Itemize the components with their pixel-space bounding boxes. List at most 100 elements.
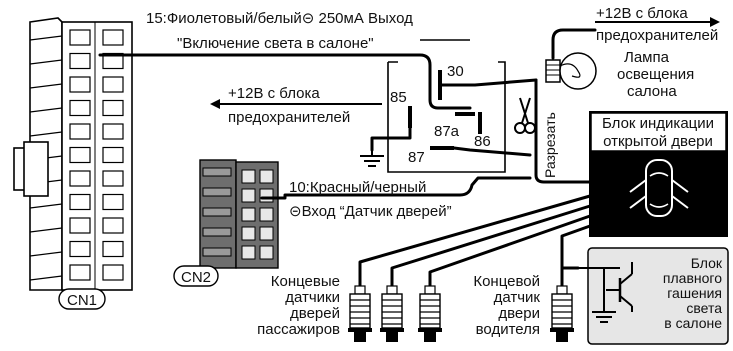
supply-left-label-2: предохранителей [228, 109, 350, 126]
fade-block-label-2: плавного [663, 270, 722, 286]
cn1-pin [69, 29, 91, 46]
cn2-label: CN2 [173, 265, 219, 287]
cn1-pin [102, 146, 124, 164]
wire-sensor-1 [358, 194, 592, 290]
lamp-label-1: Лампа [624, 49, 670, 66]
cn2-tooth [202, 227, 232, 237]
door-indicator-block: Блок индикации открытой двери [589, 111, 728, 237]
cn1-rib [29, 35, 63, 41]
door-switch-sensor-icon [380, 285, 404, 342]
cn2-connector [199, 159, 279, 269]
cn1-rib [29, 275, 63, 281]
cn2-tooth [202, 187, 232, 197]
wire-sensor-driver [560, 224, 592, 290]
ground-icon [360, 150, 384, 167]
door-sensors [348, 285, 574, 342]
wire-relay-87 [452, 146, 532, 157]
cn1-rib [29, 59, 63, 65]
cn1-pin [69, 264, 91, 281]
relay-pin-87: 87 [408, 149, 425, 166]
wire-10-label-1: 10:Красный/черный [289, 179, 426, 196]
supply-top-label-2: предохранителей [596, 27, 718, 44]
cn1-pin [102, 99, 124, 117]
cn1-rib [29, 83, 63, 89]
cn2-pin [241, 226, 256, 241]
cn2-pin [241, 169, 256, 184]
cn2-tooth [202, 167, 232, 177]
cn1-pin [102, 170, 124, 187]
cn1-pin [102, 123, 124, 140]
cn2-tooth [202, 247, 232, 257]
cn2-pin [241, 245, 256, 260]
fade-block-label-5: в салоне [664, 315, 722, 331]
wire-relay-85 [370, 126, 412, 152]
cn1-pin [69, 193, 91, 211]
cn2-pin [259, 169, 274, 184]
cn1-pin [102, 29, 124, 46]
cn1-rib [29, 203, 63, 209]
cn1-pin [69, 217, 91, 234]
door-block-label-1: Блок индикации [602, 115, 714, 132]
wire-15-label-2: "Включение света в салоне" [177, 35, 374, 52]
wire-15-to-relay [428, 83, 472, 110]
cn1-pin [69, 123, 91, 140]
wire-relay-30-lamp [440, 78, 538, 87]
scissors-icon [514, 97, 536, 134]
cn1-pin [102, 240, 124, 258]
cut-label: Разрезать [542, 112, 558, 178]
lamp-label-2: освещения [617, 66, 694, 83]
ground-icon-fade [592, 311, 616, 323]
cn1-pin [69, 52, 91, 70]
open-door-car-icon [629, 159, 689, 217]
cn1-rib [29, 227, 63, 233]
cn2-pin [241, 188, 256, 203]
cn1-pin [69, 146, 91, 164]
relay-pin-30: 30 [447, 63, 464, 80]
fade-block-label-3: гашения [667, 285, 722, 301]
cn1-pin [102, 76, 124, 93]
wire-sensor-3 [428, 214, 592, 290]
wire-sensor-2 [390, 204, 592, 290]
cn1-pin [102, 193, 124, 211]
wire-10-label-2: ⊝Вход “Датчик дверей” [289, 203, 452, 220]
cn2-pin [259, 245, 274, 260]
wire-15 [98, 53, 432, 87]
door-switch-sensor-icon [418, 285, 442, 342]
cn1-rib [29, 251, 63, 257]
door-switch-sensor-icon [550, 285, 574, 342]
cn1-pin [102, 217, 124, 234]
wire-15-label-1: 15:Фиолетовый/белый⊝ 250мА Выход [146, 10, 413, 27]
driver-sensor-label-1: Концевой [473, 273, 540, 290]
cn2-pin [259, 226, 274, 241]
cn1-pin [69, 240, 91, 258]
cn1-rib [29, 107, 63, 113]
relay-pin-86: 86 [474, 133, 491, 150]
cn1-pin [69, 99, 91, 117]
cn2-pin [259, 188, 274, 203]
cn1-pin [69, 170, 91, 187]
passenger-sensor-label-2: датчики [285, 289, 340, 306]
driver-sensor-label-3: двери [498, 305, 540, 322]
relay: 30 85 87a 86 87 [387, 39, 506, 173]
relay-pin-87a: 87a [434, 123, 460, 140]
cn2-pin [241, 207, 256, 222]
supply-left-label-1: +12В с блока [228, 85, 320, 102]
wire-lamp-door [534, 78, 592, 184]
cn1-pin [69, 76, 91, 93]
passenger-sensor-label-4: пассажиров [257, 321, 340, 338]
cn1-rib [29, 131, 63, 137]
lamp-label-3: салона [627, 83, 677, 100]
driver-sensor-label-4: водителя [476, 321, 540, 338]
fade-block: Блок плавного гашения света в салоне [578, 247, 729, 345]
relay-pin-85: 85 [390, 89, 407, 106]
cn1-connector [13, 17, 133, 291]
cn1-label: CN1 [58, 288, 106, 310]
cn2-pin [259, 207, 274, 222]
passenger-sensor-label-3: дверей [290, 305, 340, 322]
wire-lamp-supply [551, 28, 597, 60]
passenger-sensor-label-1: Концевые [271, 273, 340, 290]
cn1-pin [102, 264, 124, 281]
transistor-icon [603, 262, 633, 312]
svg-text:CN1: CN1 [67, 292, 97, 309]
